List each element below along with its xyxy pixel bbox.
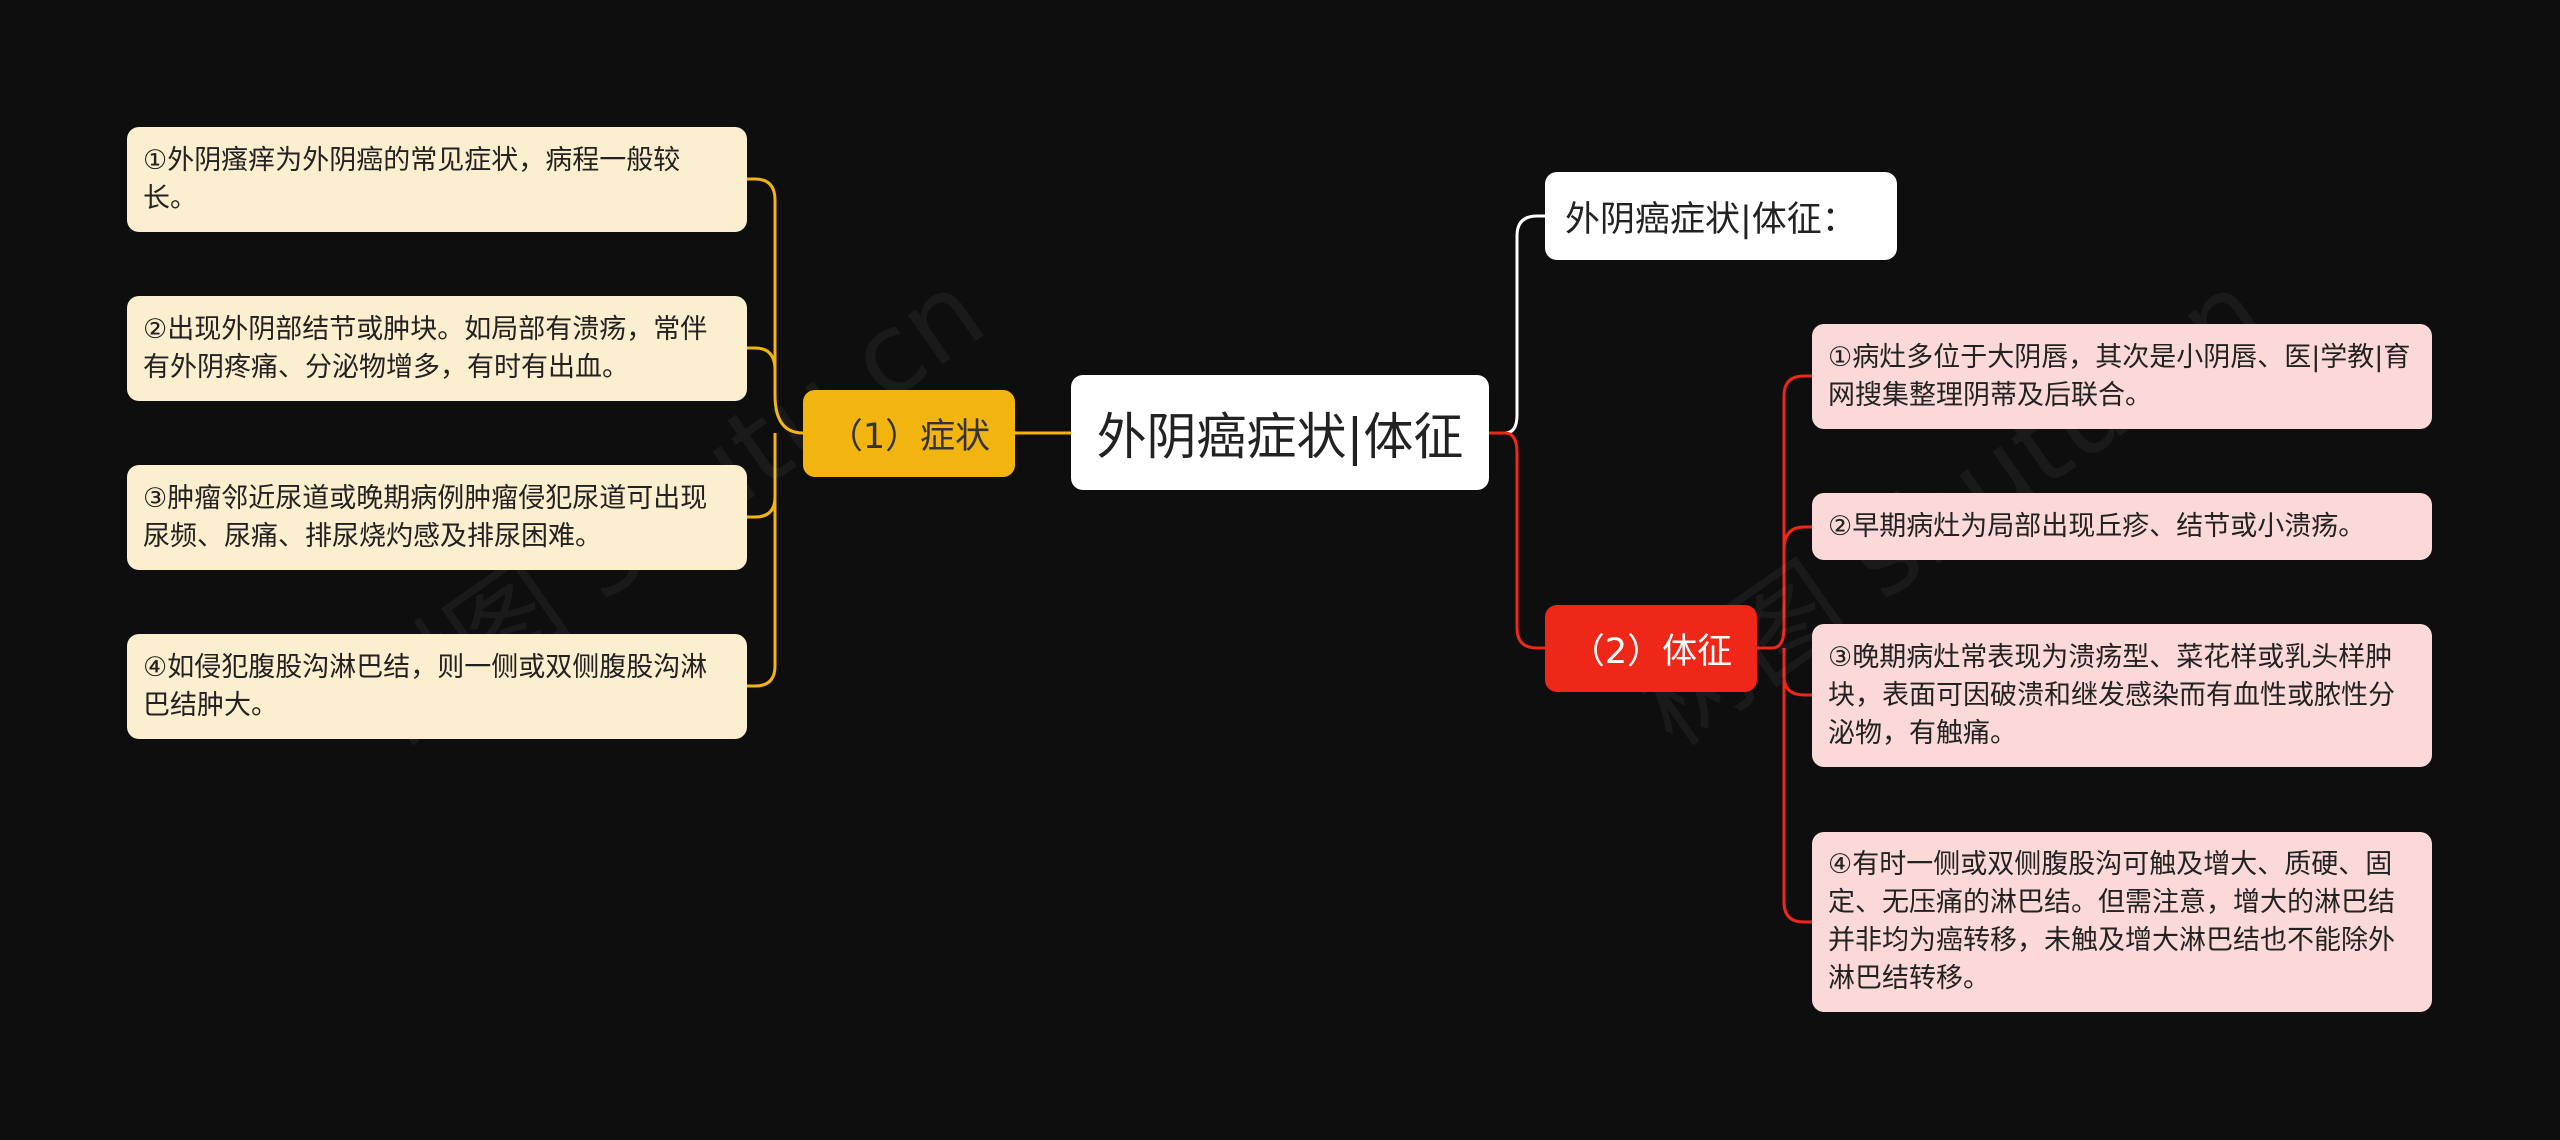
link-symptoms-leaf-1 — [747, 177, 804, 435]
symptom-leaf-3[interactable]: ③肿瘤邻近尿道或晚期病例肿瘤侵犯尿道可出现尿频、尿痛、排尿烧灼感及排尿困难。 — [127, 465, 747, 570]
symptom-leaf-1[interactable]: ①外阴瘙痒为外阴癌的常见症状，病程一般较长。 — [127, 127, 747, 232]
sign-leaf-4[interactable]: ④有时一侧或双侧腹股沟可触及增大、质硬、固定、无压痛的淋巴结。但需注意，增大的淋… — [1812, 832, 2432, 1012]
sign-leaf-1[interactable]: ①病灶多位于大阴唇，其次是小阴唇、医|学教|育网搜集整理阴蒂及后联合。 — [1812, 324, 2432, 429]
link-signs-leaf-3 — [1782, 675, 1812, 697]
sign-leaf-2[interactable]: ②早期病灶为局部出现丘疹、结节或小溃疡。 — [1812, 493, 2432, 560]
branch-symptoms[interactable]: （1）症状 — [803, 390, 1015, 477]
title-node[interactable]: 外阴癌症状|体征： — [1545, 172, 1897, 260]
link-root-title — [1489, 214, 1545, 435]
symptom-leaf-1-text: ①外阴瘙痒为外阴癌的常见症状，病程一般较长。 — [143, 144, 681, 214]
link-symptoms-leaf-3 — [747, 433, 777, 519]
symptom-leaf-3-text: ③肿瘤邻近尿道或晚期病例肿瘤侵犯尿道可出现尿频、尿痛、排尿烧灼感及排尿困难。 — [143, 482, 708, 552]
link-symptoms-leaf-2 — [747, 346, 777, 371]
sign-leaf-1-text: ①病灶多位于大阴唇，其次是小阴唇、医|学教|育网搜集整理阴蒂及后联合。 — [1828, 341, 2411, 411]
sign-leaf-3-text: ③晚期病灶常表现为溃疡型、菜花样或乳头样肿块，表面可因破溃和继发感染而有血性或脓… — [1828, 641, 2395, 749]
link-signs-leaf-1 — [1757, 374, 1812, 650]
symptom-leaf-4[interactable]: ④如侵犯腹股沟淋巴结，则一侧或双侧腹股沟淋巴结肿大。 — [127, 634, 747, 739]
link-symptoms-leaf-4 — [747, 497, 777, 688]
title-node-label: 外阴癌症状|体征： — [1565, 199, 1857, 240]
sign-leaf-2-text: ②早期病灶为局部出现丘疹、结节或小溃疡。 — [1828, 510, 2366, 542]
symptom-leaf-4-text: ④如侵犯腹股沟淋巴结，则一侧或双侧腹股沟淋巴结肿大。 — [143, 651, 708, 721]
root-node[interactable]: 外阴癌症状|体征 — [1071, 375, 1489, 490]
branch-signs[interactable]: （2）体征 — [1545, 605, 1757, 692]
link-signs-leaf-2 — [1782, 525, 1812, 551]
link-root-signs — [1489, 431, 1545, 650]
branch-symptoms-label: （1）症状 — [827, 417, 991, 457]
sign-leaf-3[interactable]: ③晚期病灶常表现为溃疡型、菜花样或乳头样肿块，表面可因破溃和继发感染而有血性或脓… — [1812, 624, 2432, 767]
branch-signs-label: （2）体征 — [1569, 632, 1733, 672]
sign-leaf-4-text: ④有时一侧或双侧腹股沟可触及增大、质硬、固定、无压痛的淋巴结。但需注意，增大的淋… — [1828, 849, 2395, 994]
symptom-leaf-2[interactable]: ②出现外阴部结节或肿块。如局部有溃疡，常伴有外阴疼痛、分泌物增多，有时有出血。 — [127, 296, 747, 401]
symptom-leaf-2-text: ②出现外阴部结节或肿块。如局部有溃疡，常伴有外阴疼痛、分泌物增多，有时有出血。 — [143, 313, 708, 383]
root-label: 外阴癌症状|体征 — [1096, 407, 1464, 466]
link-signs-leaf-4 — [1782, 648, 1812, 924]
